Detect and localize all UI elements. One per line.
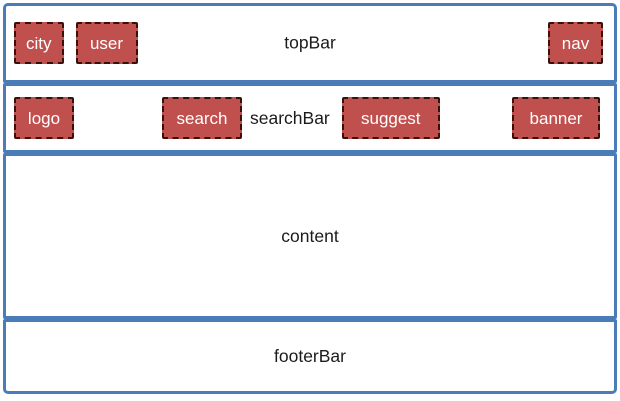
topbar-label: topBar (284, 32, 336, 53)
banner-box: banner (512, 97, 600, 139)
content-label: content (281, 225, 339, 246)
suggest-box: suggest (341, 97, 440, 139)
footerbar-label: footerBar (274, 346, 346, 366)
searchbar-label: searchBar (250, 107, 330, 128)
searchbar-section: logo search searchBar suggest banner (3, 83, 617, 153)
user-box: user (75, 22, 138, 64)
content-section: content (3, 153, 617, 319)
city-box: city (14, 22, 64, 64)
search-box: search (162, 97, 242, 139)
nav-box: nav (548, 22, 603, 64)
topbar-section: city user topBar nav (3, 3, 617, 83)
footerbar-section: footerBar (3, 319, 617, 394)
logo-box: logo (14, 97, 74, 139)
